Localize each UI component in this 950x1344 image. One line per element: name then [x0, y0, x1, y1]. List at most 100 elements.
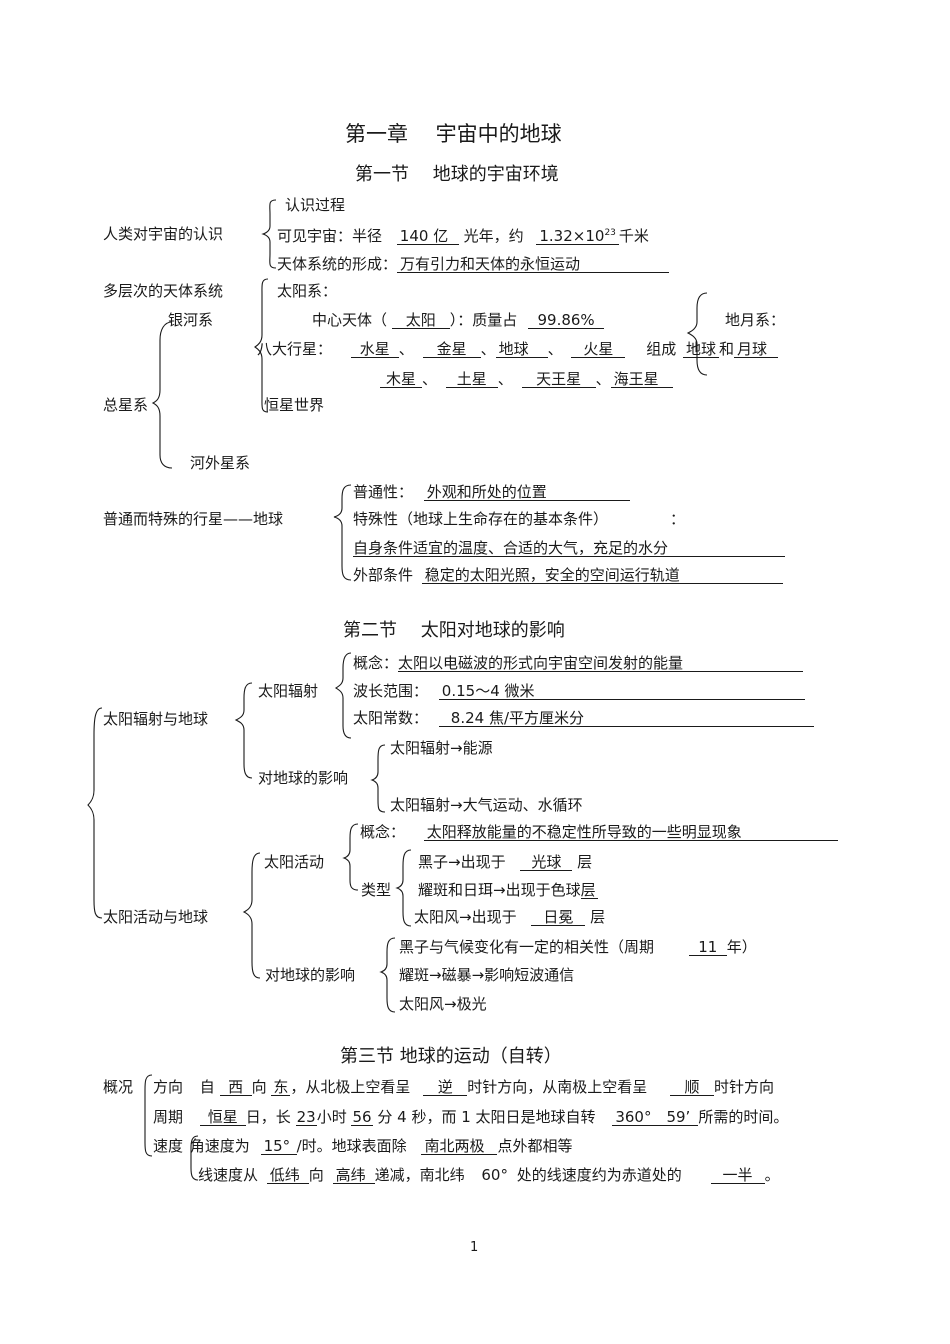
common-value: 外观和所处的位置	[423, 484, 630, 501]
activity-concept-label: 概念：	[360, 823, 406, 841]
planet-venus: 金星	[422, 341, 481, 358]
self-conditions: 自身条件适宜的温度、合适的大气，充足的水分	[353, 539, 785, 557]
sidereal-value: 恒星	[199, 1109, 246, 1126]
special-planet-label: 普通而特殊的行星——地球	[103, 510, 284, 528]
special-label: 特殊性（地球上生命存在的基本条件）	[353, 510, 609, 528]
period-label: 周期	[153, 1108, 184, 1126]
stellar-world-label: 恒星世界	[264, 396, 325, 414]
milky-way-label: 银河系	[168, 311, 214, 329]
planet-saturn: 土星	[445, 371, 498, 388]
planet-mercury: 水星	[350, 341, 399, 358]
planet-earth: 地球	[495, 341, 548, 358]
period-rest: 分 4 秒，而 1 太阳日是地球自转	[377, 1108, 596, 1126]
page-number: 1	[470, 1240, 479, 1255]
extragalactic-label: 河外星系	[190, 454, 251, 472]
radiation-energy: 太阳辐射→能源	[390, 739, 493, 757]
from-label: 自	[199, 1078, 215, 1096]
radiation-atmosphere: 太阳辐射→大气运动、水循环	[390, 796, 583, 814]
overview-label: 概况	[103, 1078, 134, 1096]
special-colon: ：	[670, 510, 686, 528]
cognition-process: 认识过程	[285, 196, 346, 214]
multi-level-label: 多层次的天体系统	[103, 282, 224, 300]
radiation-label: 太阳辐射	[258, 682, 319, 700]
km-value: 1.32×1023	[536, 225, 619, 245]
sep: 、	[497, 370, 513, 388]
chapter-title: 第一章 宇宙中的地球	[345, 122, 562, 146]
linear-end: 。	[764, 1166, 780, 1184]
linear-row: 线速度从 低纬向 高纬递减，南北纬 60° 处的线速度约为赤道处的 一半。	[198, 1166, 780, 1184]
solar-constant-label: 太阳常数：	[353, 709, 429, 727]
sep: 、	[595, 370, 611, 388]
to-label: 向	[251, 1078, 267, 1096]
dir-west: 西	[219, 1079, 252, 1096]
planet-mars: 火星	[571, 341, 626, 358]
formation-value: 万有引力和天体的永恒运动	[397, 256, 670, 273]
wavelength-label: 波长范围：	[353, 682, 429, 700]
speed-row: 速度 角速度为 15°/时。地球表面除 南北两极点外都相等	[153, 1137, 572, 1155]
sep: 、	[422, 370, 438, 388]
solar-system-label: 太阳系：	[277, 282, 338, 300]
external-label: 外部条件	[353, 566, 414, 584]
sep: 、	[547, 340, 563, 358]
angular-end: 点外都相等	[497, 1137, 573, 1155]
direction-row: 方向 自 西向 东，从北极上空看呈 逆时针方向，从南极上空看呈 顺时针方向	[153, 1078, 774, 1096]
north-view: ，从北极上空看呈	[290, 1078, 411, 1096]
speed-label: 速度	[153, 1137, 184, 1155]
planets-row-2: 木星、 土星、 天王星、海王星	[380, 370, 673, 388]
layer-label: 层	[577, 853, 593, 871]
direction-label: 方向	[153, 1078, 184, 1096]
planet-jupiter: 木星	[380, 371, 422, 388]
planet-uranus: 天王星	[521, 371, 596, 388]
activity-concept-value: 太阳释放能量的不稳定性所导致的一些明显现象	[423, 824, 838, 841]
cycle-unit: 年）	[726, 938, 757, 956]
total-galaxy-label: 总星系	[103, 396, 149, 414]
earth-moon-moon: 月球	[734, 341, 779, 358]
solar-wind-row: 太阳风→出现于 日冕 层	[414, 908, 605, 926]
km-unit: 千米	[618, 227, 649, 245]
sunspot-label: 黑子→出现于	[418, 853, 506, 871]
and-label: 和	[719, 340, 735, 358]
concept-value: 太阳以电磁波的形式向宇宙空间发射的能量	[398, 655, 804, 672]
period-row: 周期 恒星日，长 23小时 56 分 4 秒，而 1 太阳日是地球自转 360°…	[153, 1108, 788, 1126]
linear-label: 线速度从	[198, 1166, 259, 1184]
sep: 、	[480, 340, 496, 358]
solar-activity-label: 太阳活动	[264, 853, 325, 871]
compose-label: 组成	[646, 340, 677, 358]
sunspot-value: 光球	[520, 854, 573, 871]
linear-tail: 处的线速度约为赤道处的	[516, 1166, 682, 1184]
human-universe-label: 人类对宇宙的认识	[103, 225, 224, 243]
activity-influence-label: 对地球的影响	[265, 966, 356, 984]
sep: 、	[398, 340, 414, 358]
rotation-angle: 360° 59’	[612, 1109, 699, 1126]
section2-title: 第二节 太阳对地球的影响	[343, 620, 565, 641]
planet-neptune: 海王星	[610, 371, 673, 388]
formation-row: 天体系统的形成：万有引力和天体的永恒运动	[277, 255, 670, 273]
angular-unit: /时。地球表面除	[296, 1137, 407, 1155]
poles-value: 南北两极	[421, 1138, 498, 1155]
wavelength-value: 0.15～4 微米	[438, 683, 805, 700]
hours-value: 23	[295, 1108, 317, 1126]
center-body-value: 太阳	[391, 312, 450, 329]
section1-title: 第一节 地球的宇宙环境	[355, 164, 559, 185]
earth-moon-earth: 地球	[682, 341, 719, 358]
flare-value: 层	[580, 881, 598, 899]
common-label: 普通性：	[353, 483, 414, 501]
solar-constant-value: 8.24 焦/平方厘米分	[438, 710, 814, 727]
earth-moon-label: 地月系：	[725, 311, 786, 329]
linear-to: 向	[308, 1166, 324, 1184]
activity-concept-row: 概念： 太阳释放能量的不稳定性所导致的一些明显现象	[360, 823, 838, 841]
latitude-value: 60°	[481, 1166, 508, 1184]
solar-wind-value: 日冕	[531, 909, 586, 926]
mass-label: ）：质量占	[449, 311, 518, 329]
climate-label: 黑子与气候变化有一定的相关性（周期	[399, 938, 655, 956]
dir-end: 时针方向	[714, 1078, 775, 1096]
minutes-value: 56	[351, 1108, 373, 1126]
period-end: 所需的时间。	[698, 1108, 789, 1126]
radiation-concept-row: 概念：太阳以电磁波的形式向宇宙空间发射的能量	[353, 654, 804, 672]
cycle-value: 11	[688, 939, 727, 956]
center-body-label: 中心天体（	[312, 311, 388, 329]
flare-label: 耀斑和日珥→出现于色球	[418, 881, 581, 899]
solar-wind-label: 太阳风→出现于	[414, 908, 517, 926]
